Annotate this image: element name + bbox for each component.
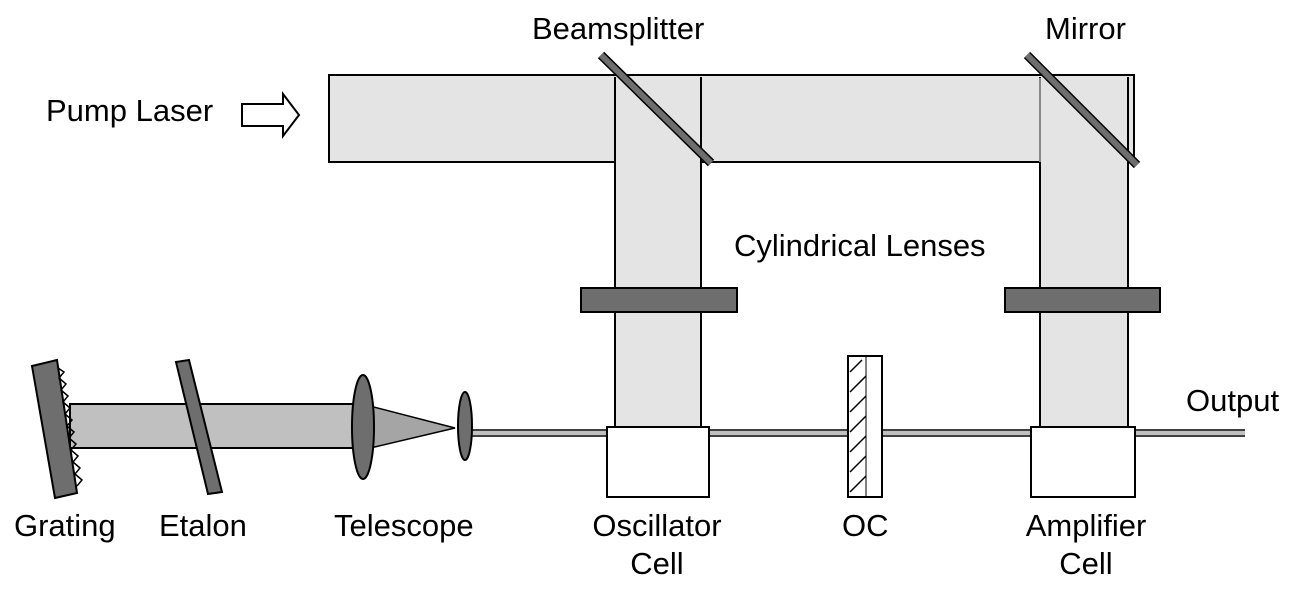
etalon-optic — [174, 358, 224, 496]
amplifier-cell — [1030, 426, 1136, 498]
cylindrical-lenses-label: Cylindrical Lenses — [734, 228, 986, 263]
output-coupler-optic — [847, 355, 883, 498]
hollow-right-arrow-icon — [241, 91, 301, 139]
etalon-label: Etalon — [159, 508, 247, 543]
beamsplitter-label: Beamsplitter — [532, 11, 705, 46]
telescope-label: Telescope — [334, 508, 474, 543]
grating-optic — [30, 358, 84, 500]
cylindrical-lens-amplifier — [1004, 287, 1161, 313]
grating-label: Grating — [14, 508, 116, 543]
oc-label: OC — [842, 508, 889, 543]
oscillator-cell — [606, 426, 710, 498]
mirror-optic — [1023, 51, 1141, 169]
amplifier-cell-label-line2: Cell — [1059, 546, 1113, 581]
telescope-lens-small — [457, 391, 473, 461]
cylindrical-lens-oscillator — [580, 287, 738, 313]
output-label: Output — [1186, 383, 1280, 418]
oscillator-beam — [69, 403, 361, 449]
telescope-lens-large — [351, 374, 375, 480]
pump-beam — [328, 74, 1135, 163]
amplifier-cell-label-line1: Amplifier — [1025, 508, 1147, 543]
pump-laser-label: Pump Laser — [46, 93, 214, 128]
mirror-label: Mirror — [1045, 11, 1126, 46]
telescope-beam-cone — [361, 403, 456, 451]
oscillator-cell-label-line2: Cell — [630, 546, 684, 581]
beamsplitter-optic — [597, 51, 715, 167]
oscillator-cell-label-line1: Oscillator — [592, 508, 722, 543]
